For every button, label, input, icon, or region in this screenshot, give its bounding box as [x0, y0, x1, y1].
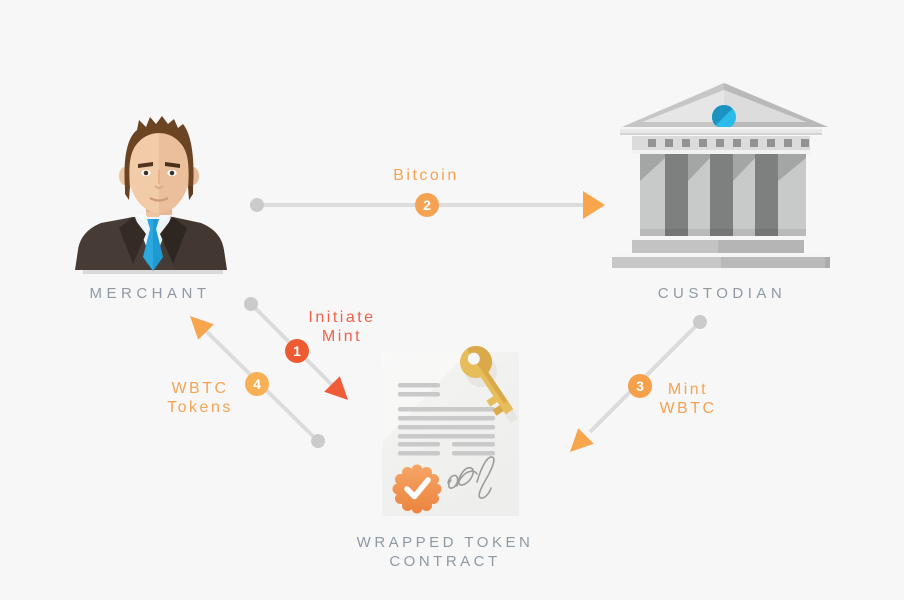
- wbtc-tokens-label-line2: Tokens: [167, 398, 233, 416]
- mint-wbtc-flow-label: Mint WBTC: [618, 381, 758, 418]
- bank-columns: [640, 154, 806, 236]
- merchant-illustration: [75, 116, 227, 274]
- contract-label-line2: CONTRACT: [389, 553, 501, 570]
- bank-pediment: [620, 83, 828, 135]
- merchant-suit: [75, 215, 227, 271]
- custodian-label: CUSTODIAN: [657, 285, 787, 302]
- initiate-mint-flow-label: Initiate Mint: [272, 309, 412, 346]
- initiate-mint-label-line1: Initiate: [308, 309, 376, 326]
- step-badge-2: 2: [415, 193, 439, 217]
- wbtc-tokens-arrowhead-icon: [190, 316, 214, 340]
- mint-wbtc-label-line1: Mint: [667, 381, 709, 398]
- mint-wbtc-start-dot: [693, 315, 707, 329]
- contract-label-line1: WRAPPED TOKEN: [356, 534, 534, 551]
- seal-badge-icon: [392, 464, 442, 514]
- bitcoin-arrowhead-icon: [583, 191, 605, 219]
- bitcoin-flow-label: Bitcoin: [393, 167, 459, 184]
- custodian-illustration: [612, 83, 830, 268]
- merchant-tie: [143, 219, 163, 271]
- merchant-label: MERCHANT: [89, 285, 211, 302]
- signature-scribble: [447, 456, 495, 499]
- initiate-mint-start-dot: [244, 297, 258, 311]
- checkmark-icon: [404, 477, 431, 500]
- mint-wbtc-label-line2: WBTC: [659, 399, 717, 417]
- mint-wbtc-arrowhead-icon: [570, 428, 594, 452]
- contract-illustration: [382, 346, 519, 516]
- step-badge-4: 4: [245, 372, 269, 396]
- wbtc-tokens-flow-label: WBTC Tokens: [130, 380, 270, 417]
- merchant-hair: [124, 116, 194, 188]
- contract-label: WRAPPED TOKEN CONTRACT: [305, 533, 585, 571]
- initiate-mint-arrowhead-icon: [324, 376, 348, 400]
- step-badge-1: 1: [285, 339, 309, 363]
- contract-text-lines: [398, 383, 495, 456]
- bitcoin-start-dot: [250, 198, 264, 212]
- step-badge-3: 3: [628, 374, 652, 398]
- initiate-mint-label-line2: Mint: [321, 327, 363, 345]
- wbtc-tokens-label-line1: WBTC: [171, 380, 229, 397]
- bank-entablature: [632, 136, 810, 154]
- merchant-base-shadow: [83, 269, 223, 274]
- wbtc-tokens-start-dot: [311, 434, 325, 448]
- bank-steps: [612, 236, 830, 268]
- key-icon: [460, 346, 514, 416]
